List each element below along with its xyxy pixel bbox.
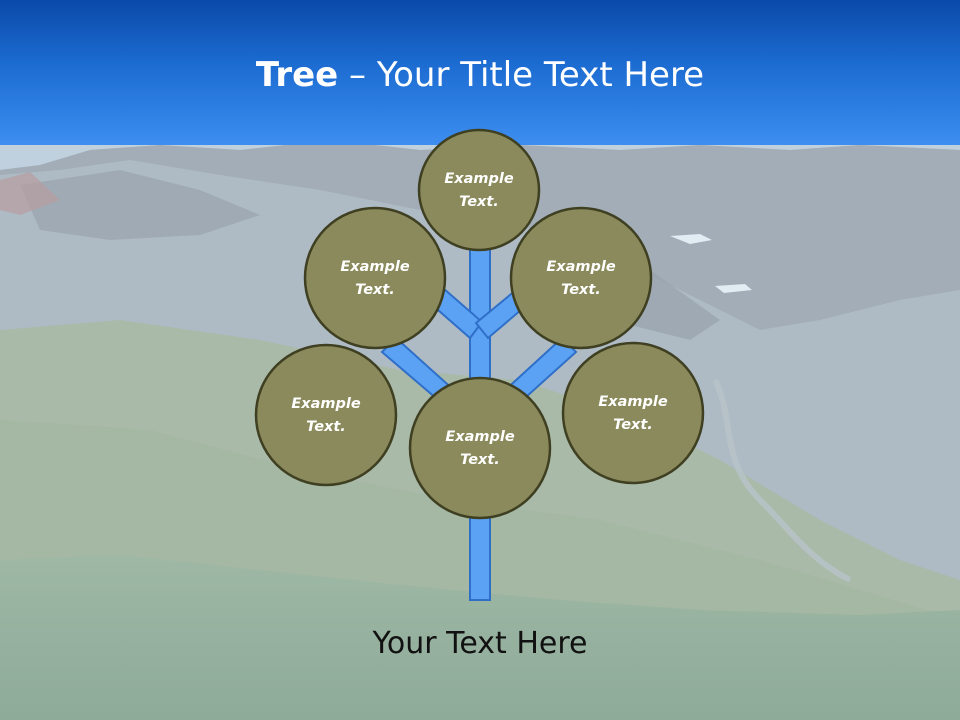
node-label-line1: Example (546, 259, 616, 275)
node-circle-center (408, 376, 552, 520)
node-label-line1: Example (340, 259, 410, 275)
tree-circles (254, 128, 705, 520)
node-label-line2: Text. (613, 417, 653, 433)
node-label-line1: Example (445, 429, 515, 445)
node-circle-upper-right (509, 206, 653, 350)
node-label-center: Example Text. (425, 426, 535, 472)
node-label-line1: Example (444, 171, 514, 187)
node-circle-upper-left (303, 206, 447, 350)
node-label-line2: Text. (561, 282, 601, 298)
node-label-lower-left: Example Text. (271, 393, 381, 439)
caption-text: Your Text Here (372, 626, 588, 661)
slide-title: Tree – Your Title Text Here (0, 55, 960, 95)
node-label-line2: Text. (355, 282, 395, 298)
node-circle-lower-left (254, 343, 398, 487)
node-circle-top (417, 128, 541, 252)
node-label-line1: Example (291, 396, 361, 412)
node-label-line2: Text. (459, 194, 499, 210)
node-label-line1: Example (598, 394, 668, 410)
title-bar (0, 0, 960, 145)
title-rest: – Your Title Text Here (338, 55, 705, 95)
title-bold-word: Tree (255, 55, 339, 95)
node-circle-lower-right (561, 341, 705, 485)
node-label-lower-right: Example Text. (578, 391, 688, 437)
node-label-line2: Text. (460, 452, 500, 468)
node-label-top: Example Text. (424, 168, 534, 214)
node-label-upper-left: Example Text. (320, 256, 430, 302)
node-label-upper-right: Example Text. (526, 256, 636, 302)
node-label-line2: Text. (306, 419, 346, 435)
